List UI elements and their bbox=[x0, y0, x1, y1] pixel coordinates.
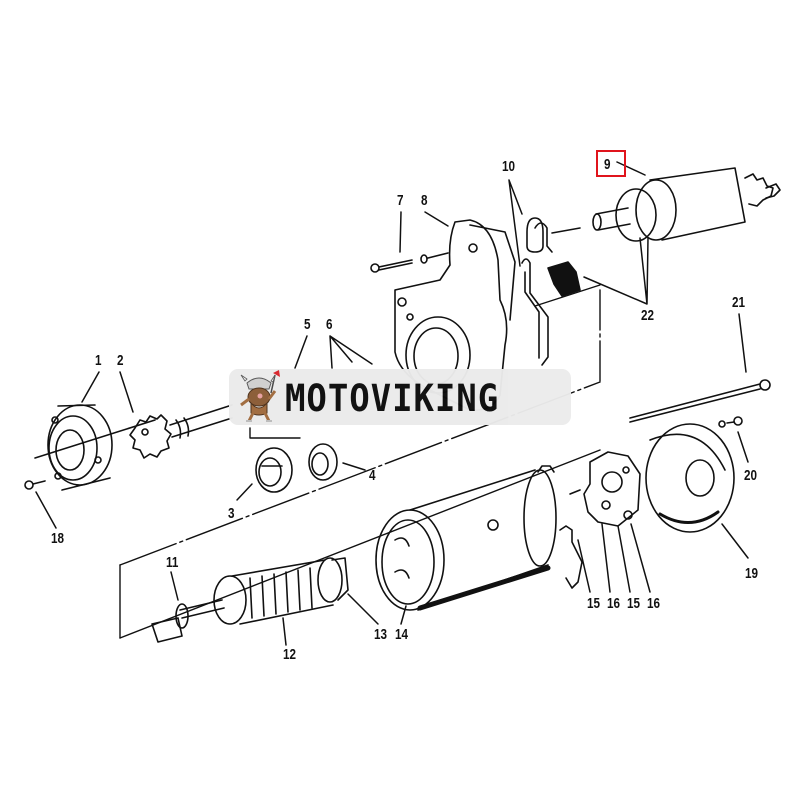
part-11-shaft-end bbox=[151, 603, 189, 643]
viking-mascot-icon bbox=[240, 370, 280, 422]
callout-18: 18 bbox=[51, 530, 65, 547]
brand-name: MOTOVIKING bbox=[285, 377, 500, 420]
callout-21: 21 bbox=[732, 294, 746, 311]
callout-9: 9 bbox=[604, 156, 611, 173]
leader-arrows bbox=[35, 161, 749, 646]
part-9-solenoid bbox=[592, 167, 781, 242]
part-3-bearing bbox=[255, 447, 293, 493]
part-10-clip bbox=[521, 217, 581, 366]
callout-4: 4 bbox=[369, 467, 376, 484]
callout-1: 1 bbox=[95, 352, 102, 369]
part-18-screw bbox=[24, 480, 46, 490]
callout-16b: 16 bbox=[647, 595, 661, 612]
brand-watermark: MOTOVIKING bbox=[229, 369, 571, 425]
callout-2: 2 bbox=[117, 352, 124, 369]
callout-22: 22 bbox=[641, 307, 655, 324]
part-19-end-cover bbox=[645, 423, 735, 533]
part-4-bearing bbox=[308, 443, 338, 481]
callout-11: 11 bbox=[166, 554, 179, 571]
part-21-through-bolt bbox=[629, 379, 771, 423]
callout-6: 6 bbox=[326, 316, 333, 333]
part-20-screw bbox=[718, 416, 743, 428]
callout-15a: 15 bbox=[587, 595, 601, 612]
part-7-bolt bbox=[370, 252, 449, 273]
assembly-frame bbox=[119, 284, 601, 639]
part-2-pinion-gear bbox=[129, 404, 233, 459]
callout-12: 12 bbox=[283, 646, 297, 663]
callout-10: 10 bbox=[502, 158, 516, 175]
callout-3: 3 bbox=[228, 505, 235, 522]
callout-15b: 15 bbox=[627, 595, 641, 612]
part-15-16-brush-plate bbox=[569, 451, 641, 527]
part-22-gasket bbox=[547, 261, 581, 297]
part-12-armature bbox=[179, 557, 349, 625]
part-14-field-frame bbox=[375, 465, 583, 611]
part-1-end-cap bbox=[34, 404, 156, 491]
callout-7: 7 bbox=[397, 192, 404, 209]
callout-8: 8 bbox=[421, 192, 428, 209]
callout-5: 5 bbox=[304, 316, 311, 333]
callout-16a: 16 bbox=[607, 595, 621, 612]
callout-20: 20 bbox=[744, 467, 758, 484]
callout-19: 19 bbox=[745, 565, 759, 582]
highlight-box-part-9 bbox=[596, 150, 626, 177]
callout-13: 13 bbox=[374, 626, 388, 643]
callout-14: 14 bbox=[395, 626, 409, 643]
